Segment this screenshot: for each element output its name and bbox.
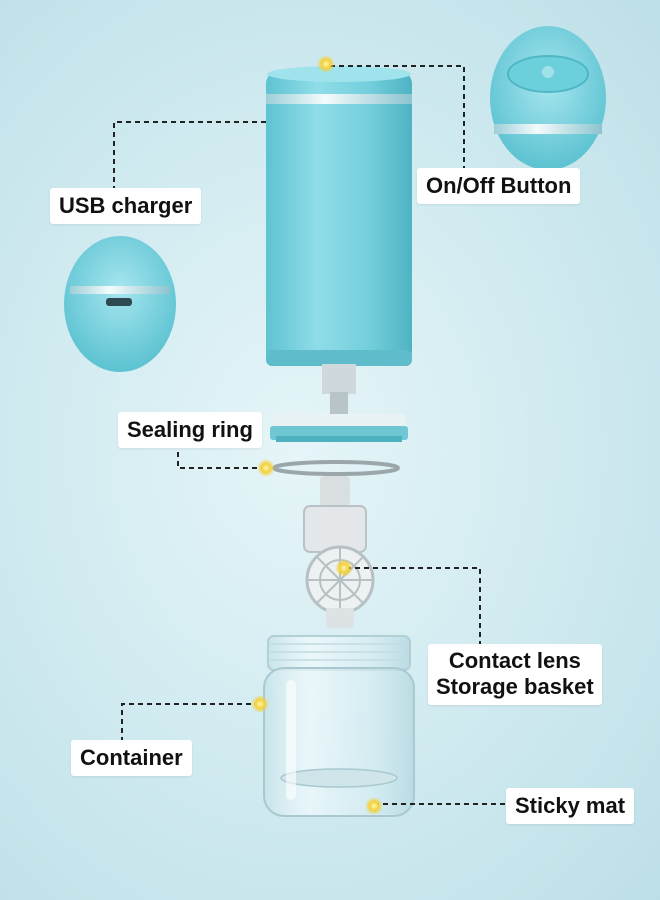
marker-on-off-icon	[317, 55, 335, 73]
label-container-text: Container	[80, 745, 183, 770]
marker-sealing-ring-icon	[257, 459, 275, 477]
leader-lines	[113, 65, 508, 805]
label-storage-basket: Contact lens Storage basket	[428, 644, 602, 705]
label-storage-basket-line2: Storage basket	[436, 674, 594, 700]
sealing-ring	[272, 460, 400, 476]
marker-container-icon	[251, 695, 269, 713]
label-sticky-mat-text: Sticky mat	[515, 793, 626, 818]
power-button-icon	[542, 66, 554, 78]
drive-shaft	[322, 364, 356, 418]
markers	[251, 55, 383, 815]
label-sealing-ring: Sealing ring	[118, 412, 262, 449]
label-on-off-button-text: On/Off Button	[426, 173, 572, 198]
usb-port-icon	[106, 298, 132, 306]
label-usb-charger-text: USB charger	[59, 193, 193, 218]
cap-seal-disc	[270, 414, 408, 442]
label-on-off-button: On/Off Button	[417, 168, 581, 205]
chrome-band	[266, 94, 412, 104]
marker-sticky-mat-icon	[365, 797, 383, 815]
label-sticky-mat: Sticky mat	[506, 788, 635, 825]
label-container: Container	[71, 740, 192, 777]
label-sealing-ring-text: Sealing ring	[127, 417, 253, 442]
usb-inset	[64, 236, 176, 372]
button-inset	[490, 26, 606, 170]
device-body	[266, 66, 412, 366]
clear-container	[263, 635, 415, 817]
label-usb-charger: USB charger	[50, 188, 202, 225]
label-storage-basket-line1: Contact lens	[448, 648, 581, 673]
marker-basket-icon	[335, 559, 353, 577]
lens-basket	[303, 476, 375, 628]
